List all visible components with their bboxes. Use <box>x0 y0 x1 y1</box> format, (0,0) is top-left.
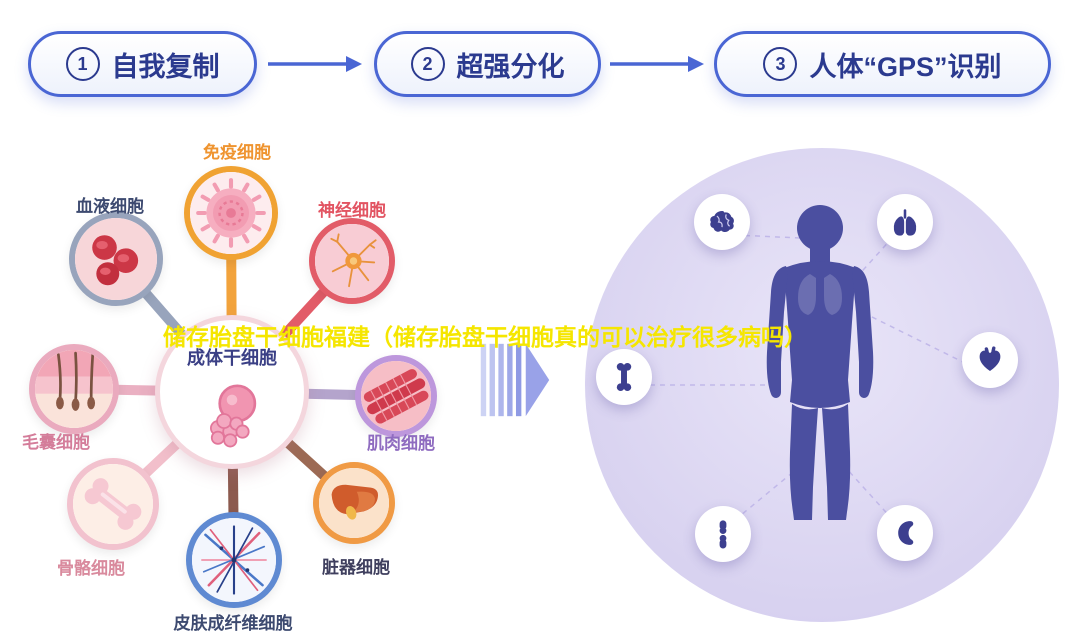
organ-circle-brain <box>694 194 750 250</box>
step-1-pill: 1 自我复制 <box>28 31 257 97</box>
human-body-icon <box>766 205 874 520</box>
cell-label-nerve: 神经细胞 <box>318 201 386 220</box>
organ-circle-bone <box>596 349 652 405</box>
hair-follicle-icon <box>35 350 113 428</box>
cell-label-hair: 毛囊细胞 <box>22 433 90 452</box>
cell-label-muscle: 肌肉细胞 <box>367 434 435 453</box>
blood-cell-icon <box>75 218 157 300</box>
arrow-right-icon <box>268 56 362 72</box>
cell-label-organ: 脏器细胞 <box>322 558 390 577</box>
skin-fibroblast-icon <box>192 518 276 602</box>
step-3-number-badge: 3 <box>763 47 798 81</box>
cell-label-blood: 血液细胞 <box>76 197 144 216</box>
brain-icon <box>710 210 734 233</box>
cell-circle-skin <box>186 512 282 608</box>
step-1-label: 自我复制 <box>111 51 220 82</box>
heart-icon <box>979 346 1001 372</box>
bone-cell-icon <box>73 464 153 544</box>
organ-circle-joint <box>695 506 751 562</box>
cell-circle-muscle <box>355 355 437 437</box>
arrow-right-icon <box>610 56 704 72</box>
cell-circle-organ <box>313 462 395 544</box>
step-3-label: 人体“GPS”识别 <box>809 51 1002 82</box>
step-1-number-badge: 1 <box>65 47 100 81</box>
cell-label-bone: 骨骼细胞 <box>57 559 125 578</box>
lungs-icon <box>893 209 917 236</box>
watermark-text: 储存胎盘干细胞福建（储存胎盘干细胞真的可以治疗很多病吗） <box>163 324 807 350</box>
joint-icon <box>719 520 727 549</box>
muscle-cell-icon <box>361 361 431 431</box>
organ-circle-lungs <box>877 194 933 250</box>
step-3-pill: 3 人体“GPS”识别 <box>714 31 1051 97</box>
step-2-number-badge: 2 <box>410 47 445 81</box>
organ-circle-kidney <box>877 505 933 561</box>
bone-icon <box>616 362 632 392</box>
cell-label-immune: 免疫细胞 <box>203 143 271 162</box>
stem-cell-icon <box>210 384 257 448</box>
cell-circle-hair <box>29 344 119 434</box>
organ-cell-icon <box>319 468 389 538</box>
organ-circle-heart <box>962 332 1018 388</box>
kidney-icon <box>898 521 914 545</box>
striped-arrow-icon <box>480 343 550 417</box>
nerve-cell-icon <box>315 224 389 298</box>
cell-circle-immune <box>184 166 278 260</box>
step-2-pill: 2 超强分化 <box>374 31 601 97</box>
cell-circle-bone <box>67 458 159 550</box>
immune-cell-icon <box>190 172 272 254</box>
step-2-label: 超强分化 <box>456 51 565 82</box>
cell-circle-blood <box>69 212 163 306</box>
cell-label-skin: 皮肤成纤维细胞 <box>173 614 293 633</box>
cell-circle-nerve <box>309 218 395 304</box>
